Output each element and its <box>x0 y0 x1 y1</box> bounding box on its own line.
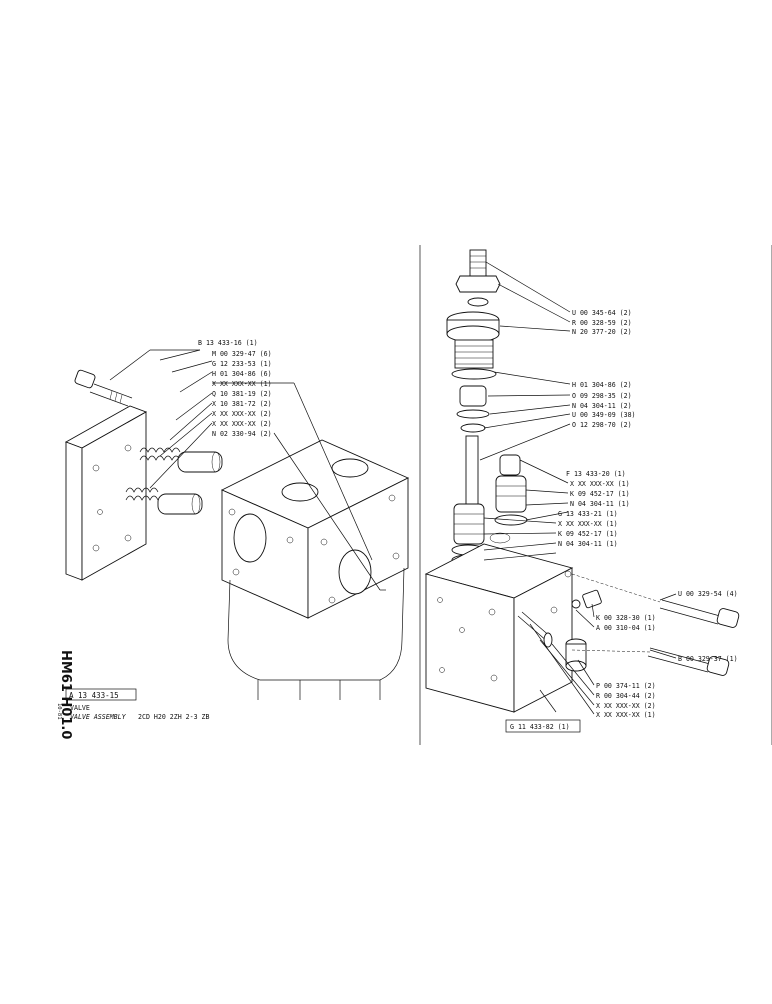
callout-label: G 12 233-53 (1) <box>212 360 272 368</box>
assembly-ref-box <box>65 688 137 701</box>
adjust-screw <box>469 249 487 277</box>
callout-label: H 01 304-86 (6) <box>212 370 272 378</box>
callout-label: O 12 298-70 (2) <box>572 421 632 429</box>
side-date: 10-81 <box>56 703 62 720</box>
cover-plate <box>64 405 148 581</box>
subassembly-ref-label: G 11 433-82 (1) <box>510 723 570 731</box>
subassembly-reference: G 11 433-82 (1) <box>505 719 581 733</box>
callout-label: B 00 329-37 (1) <box>678 655 738 663</box>
callout-label: X 10 381-72 (2) <box>212 400 272 408</box>
right-top-callout-labels: U 00 345-64 (2) R 00 328-59 (2) N 20 377… <box>572 309 636 429</box>
title-block: HM61 H01.0 10-81 A 13 433-15 VALVE VALVE… <box>56 650 209 739</box>
bolt-drawing <box>74 369 133 407</box>
callout-label: K 09 452-17 (1) <box>558 530 618 538</box>
callout-label: N 20 377-20 (2) <box>572 328 632 336</box>
callout-label: X XX XXX-XX (2) <box>212 410 272 418</box>
left-callout-leaders <box>109 349 381 591</box>
left-callout-labels: B 13 433-16 (1) M 00 329-47 (6) G 12 233… <box>198 339 272 438</box>
side-code: HM61 H01.0 <box>58 650 73 739</box>
long-bolt <box>647 599 740 676</box>
callout-label: X XX XXX-XX (2) <box>596 702 656 710</box>
callout-label: K 09 452-17 (1) <box>570 490 630 498</box>
model-designation: 2CD H20 2ZH 2-3 ZB <box>138 713 209 721</box>
callout-label: N 04 304-11 (1) <box>558 540 618 548</box>
callout-label: H 01 304-86 (2) <box>572 381 632 389</box>
spools <box>157 451 223 515</box>
callout-label: N 04 304-11 (1) <box>570 500 630 508</box>
right-mid-callout-labels: F 13 433-20 (1) X XX XXX-XX (1) K 09 452… <box>558 470 630 548</box>
description-line2: VALVE ASSEMBLY <box>70 713 127 721</box>
callout-label: X XX XXX-XX (1) <box>558 520 618 528</box>
right-bottom-callout-labels: U 00 329-54 (4) K 00 328-30 (1) A 00 310… <box>596 590 738 719</box>
callout-label: B 13 433-16 (1) <box>198 339 258 347</box>
callout-label: U 00 329-54 (4) <box>678 590 738 598</box>
assembly-ref: A 13 433-15 <box>69 691 119 700</box>
callout-label: N 02 330-94 (2) <box>212 430 272 438</box>
right-callout-leaders <box>479 261 677 715</box>
lock-nut <box>455 275 501 293</box>
callout-label: G 13 433-21 (1) <box>558 510 618 518</box>
callout-label: K 00 328-30 (1) <box>596 614 656 622</box>
callout-label: U 00 349-09 (38) <box>572 411 636 419</box>
callout-label: P 00 374-11 (2) <box>596 682 656 690</box>
callout-label: N 04 304-11 (2) <box>572 402 632 410</box>
callout-label: X XX XXX-XX (1) <box>212 380 272 388</box>
right-exploded-column <box>424 249 740 713</box>
callout-label: R 00 304-44 (2) <box>596 692 656 700</box>
callout-label: X XX XXX-XX (1) <box>596 711 656 719</box>
callout-label: X XX XXX-XX (1) <box>570 480 630 488</box>
callout-label: O 09 298-35 (2) <box>572 392 632 400</box>
description-line1: VALVE <box>70 704 90 712</box>
callout-label: M 00 329-47 (6) <box>212 350 272 358</box>
callout-label: Q 10 381-19 (2) <box>212 390 272 398</box>
callout-label: X XX XXX-XX (2) <box>212 420 272 428</box>
callout-label: F 13 433-20 (1) <box>566 470 626 478</box>
valve-body <box>220 439 410 700</box>
callout-label: A 00 310-04 (1) <box>596 624 656 632</box>
callout-label: U 00 345-64 (2) <box>572 309 632 317</box>
callout-label: R 00 328-59 (2) <box>572 319 632 327</box>
left-valve-assembly <box>64 369 410 700</box>
